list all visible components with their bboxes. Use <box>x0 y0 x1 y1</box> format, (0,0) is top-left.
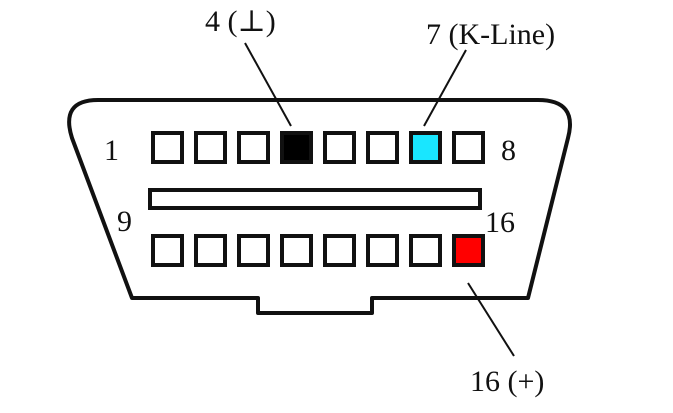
pin7-leader-line <box>423 49 467 127</box>
pin16-leader-line <box>467 282 515 357</box>
pin9-number-label: 9 <box>117 205 132 238</box>
pin1-number-label: 1 <box>104 134 119 167</box>
pin4-label: 4 (⊥) <box>205 5 276 38</box>
pin-7 <box>409 131 442 164</box>
pin-6 <box>366 131 399 164</box>
pin-row-bottom <box>151 234 485 267</box>
pin-16 <box>452 234 485 267</box>
pin16-label: 16 (+) <box>470 365 544 398</box>
pin-3 <box>237 131 270 164</box>
pin-1 <box>151 131 184 164</box>
center-divider-bar <box>148 188 482 210</box>
pin-12 <box>280 234 313 267</box>
pin-10 <box>194 234 227 267</box>
pin-13 <box>323 234 356 267</box>
pin-5 <box>323 131 356 164</box>
pin-11 <box>237 234 270 267</box>
pin-row-top <box>151 131 485 164</box>
pin16-number-label: 16 <box>485 206 515 239</box>
pin-9 <box>151 234 184 267</box>
pin-2 <box>194 131 227 164</box>
pin-4 <box>280 131 313 164</box>
pin-14 <box>366 234 399 267</box>
pin-8 <box>452 131 485 164</box>
pin8-number-label: 8 <box>501 134 516 167</box>
pin-15 <box>409 234 442 267</box>
pin4-leader-line <box>244 42 292 127</box>
pin7-label: 7 (K-Line) <box>426 18 555 51</box>
